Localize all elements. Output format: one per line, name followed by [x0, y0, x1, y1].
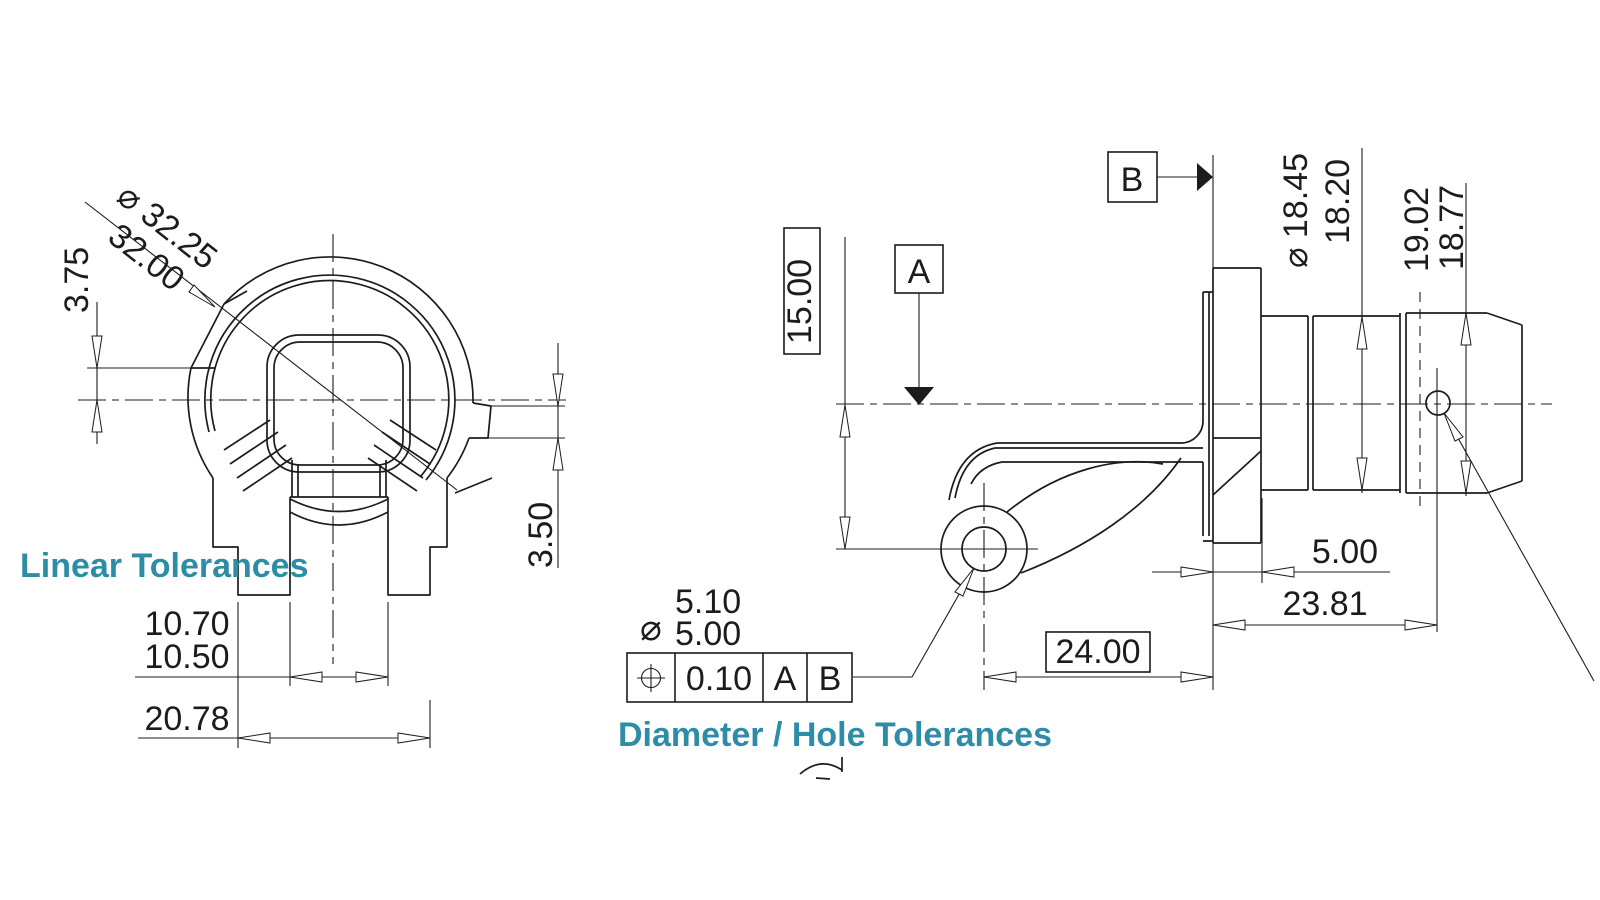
dia-19-upper: 19.02: [1398, 187, 1436, 272]
dim-10-upper-value: 10.70: [144, 605, 229, 643]
left-view: ⌀ 32.25 32.00 3.75 3.50 10.70 10.50: [58, 176, 566, 748]
partial-view-fragment: [799, 757, 843, 780]
datum-b-triangle: [1197, 163, 1213, 191]
feature-control-frame: ⌀ 5.10 5.00 0.10 A B: [626, 567, 975, 703]
dim-5-00: 5.00: [1152, 498, 1390, 583]
dim-5-00-value: 5.00: [1312, 533, 1378, 571]
linear-tolerances-label: Linear Tolerances: [20, 547, 309, 585]
dim-10-lower-value: 10.50: [144, 638, 229, 676]
position-symbol: [637, 664, 665, 692]
dia-5-lower: 5.00: [675, 615, 741, 653]
diameter-tolerances-label: Diameter / Hole Tolerances: [618, 716, 1052, 754]
dim-23-81: 23.81: [1212, 368, 1438, 632]
dia-5-upper: 5.10: [675, 583, 741, 621]
dia-18-upper: ⌀ 18.45: [1277, 153, 1315, 268]
dia-5-symbol: ⌀: [640, 607, 662, 648]
dim-dia-18: ⌀ 18.45 18.20: [1277, 148, 1368, 493]
dim-24-00-value: 24.00: [1055, 633, 1140, 671]
dim-dia-19: 19.02 18.77: [1398, 183, 1472, 496]
shaft-profile: [1212, 267, 1523, 544]
bracket-arm: [940, 291, 1213, 593]
dim-3-75: 3.75: [58, 247, 215, 444]
dim-10-70: 10.70 10.50: [135, 602, 389, 686]
leader-line: [84, 201, 458, 491]
datum-a: A: [894, 244, 944, 405]
fcf-tolerance: 0.10: [686, 660, 752, 698]
dim-15-00-value: 15.00: [781, 259, 819, 344]
clamp-legs: [212, 460, 448, 596]
fcf-datum-2: B: [819, 660, 842, 698]
right-view: A B 15.00 ⌀ 18.45 1: [626, 148, 1595, 780]
dia-18-lower: 18.20: [1319, 159, 1357, 244]
datum-b: B: [1107, 151, 1214, 690]
dim-3-50: 3.50: [488, 343, 565, 568]
fcf-datum-1: A: [774, 660, 797, 698]
datum-a-label: A: [908, 253, 931, 291]
datum-a-triangle: [904, 387, 934, 405]
fcf-leader: [853, 567, 975, 678]
rib-band-left: [223, 419, 293, 492]
dim-20-78: 20.78: [138, 602, 431, 748]
dim-diameter-32: ⌀ 32.25 32.00: [84, 176, 458, 491]
clamp-outer-profile: [187, 256, 493, 494]
hole-leader: [1443, 412, 1595, 682]
annotation-labels: Linear Tolerances Diameter / Hole Tolera…: [20, 547, 1052, 754]
dim-3-75-value: 3.75: [58, 247, 96, 313]
dim-20-78-value: 20.78: [144, 700, 229, 738]
dim-15-00: 15.00: [781, 227, 1038, 550]
dia-19-lower: 18.77: [1433, 185, 1471, 270]
clamp-inner-ring: [204, 274, 456, 481]
cross-hole: [1425, 390, 1451, 416]
square-bore: [266, 334, 411, 473]
dim-24-00: 24.00: [983, 631, 1214, 683]
dim-3-50-value: 3.50: [522, 502, 560, 568]
dim-23-81-value: 23.81: [1282, 585, 1367, 623]
rib-band-right: [367, 419, 437, 492]
leader-arrowhead: [188, 284, 216, 308]
datum-b-label: B: [1121, 161, 1144, 199]
